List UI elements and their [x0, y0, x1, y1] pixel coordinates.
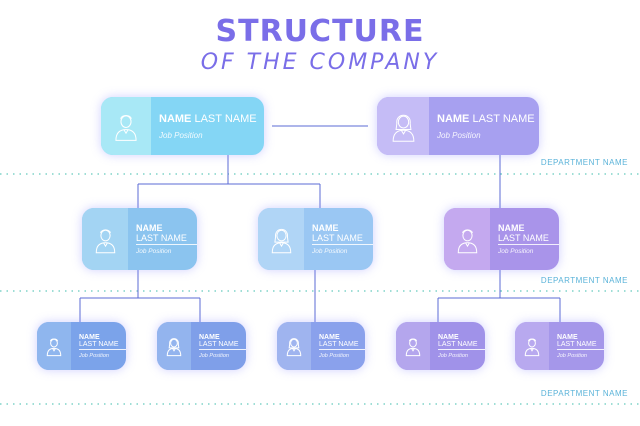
job-position: Job Position: [438, 352, 468, 359]
avatar: [396, 322, 430, 370]
avatar: [515, 322, 549, 370]
last-name: LAST NAME: [194, 112, 257, 125]
department-label: DEPARTMENT NAME: [540, 389, 628, 398]
department-label: DEPARTMENT NAME: [540, 276, 628, 285]
male-icon: [405, 338, 421, 357]
first-name: NAME: [312, 223, 339, 233]
male-icon: [115, 115, 137, 141]
last-name: LAST NAME: [319, 341, 365, 350]
department-label: DEPARTMENT NAME: [540, 158, 628, 167]
last-name: LAST NAME: [472, 112, 535, 125]
male-icon: [457, 228, 477, 253]
avatar: [82, 208, 128, 270]
job-position: Job Position: [437, 130, 481, 140]
last-name: LAST NAME: [312, 233, 373, 245]
female-icon: [392, 114, 414, 142]
avatar: [444, 208, 490, 270]
avatar: [157, 322, 191, 370]
card-text: NAME LAST NAME Job Position: [151, 97, 264, 155]
chart-title: STRUCTURE: [215, 14, 425, 49]
employee-name: NAME LAST NAME: [159, 113, 264, 125]
org-card-cofounder: NAME LAST NAME Job Position: [377, 97, 539, 155]
male-icon: [524, 338, 540, 357]
job-position: Job Position: [312, 248, 348, 255]
female-icon: [286, 338, 302, 357]
last-name: LAST NAME: [79, 341, 126, 350]
first-name: NAME: [136, 223, 163, 233]
job-position: Job Position: [557, 352, 587, 359]
job-position: Job Position: [136, 248, 172, 255]
first-name: NAME: [557, 333, 578, 341]
female-icon: [271, 228, 291, 253]
last-name: LAST NAME: [136, 233, 197, 245]
last-name: LAST NAME: [199, 341, 246, 350]
first-name: NAME: [438, 333, 459, 341]
employee-name: NAME LAST NAME: [437, 113, 539, 125]
job-position: Job Position: [319, 352, 349, 359]
avatar: [377, 97, 429, 155]
last-name: LAST NAME: [438, 341, 485, 350]
connector-lines: [79, 125, 561, 322]
org-card-ceo: NAME LAST NAME Job Position: [101, 97, 264, 155]
avatar: [258, 208, 304, 270]
last-name: LAST NAME: [498, 233, 559, 245]
male-icon: [46, 338, 62, 357]
first-name: NAME: [79, 333, 100, 341]
job-position: Job Position: [79, 352, 109, 359]
female-icon: [166, 338, 182, 357]
first-name: NAME: [159, 112, 192, 125]
last-name: LAST NAME: [557, 341, 604, 350]
first-name: NAME: [437, 112, 470, 125]
job-position: Job Position: [498, 248, 534, 255]
male-icon: [95, 228, 115, 253]
chart-subtitle: OF THE COMPANY: [200, 50, 440, 75]
first-name: NAME: [199, 333, 220, 341]
first-name: NAME: [319, 333, 340, 341]
job-position: Job Position: [159, 130, 203, 140]
card-text: NAME LAST NAME Job Position: [429, 97, 539, 155]
job-position: Job Position: [199, 352, 229, 359]
avatar: [37, 322, 71, 370]
avatar: [277, 322, 311, 370]
first-name: NAME: [498, 223, 525, 233]
avatar: [101, 97, 151, 155]
